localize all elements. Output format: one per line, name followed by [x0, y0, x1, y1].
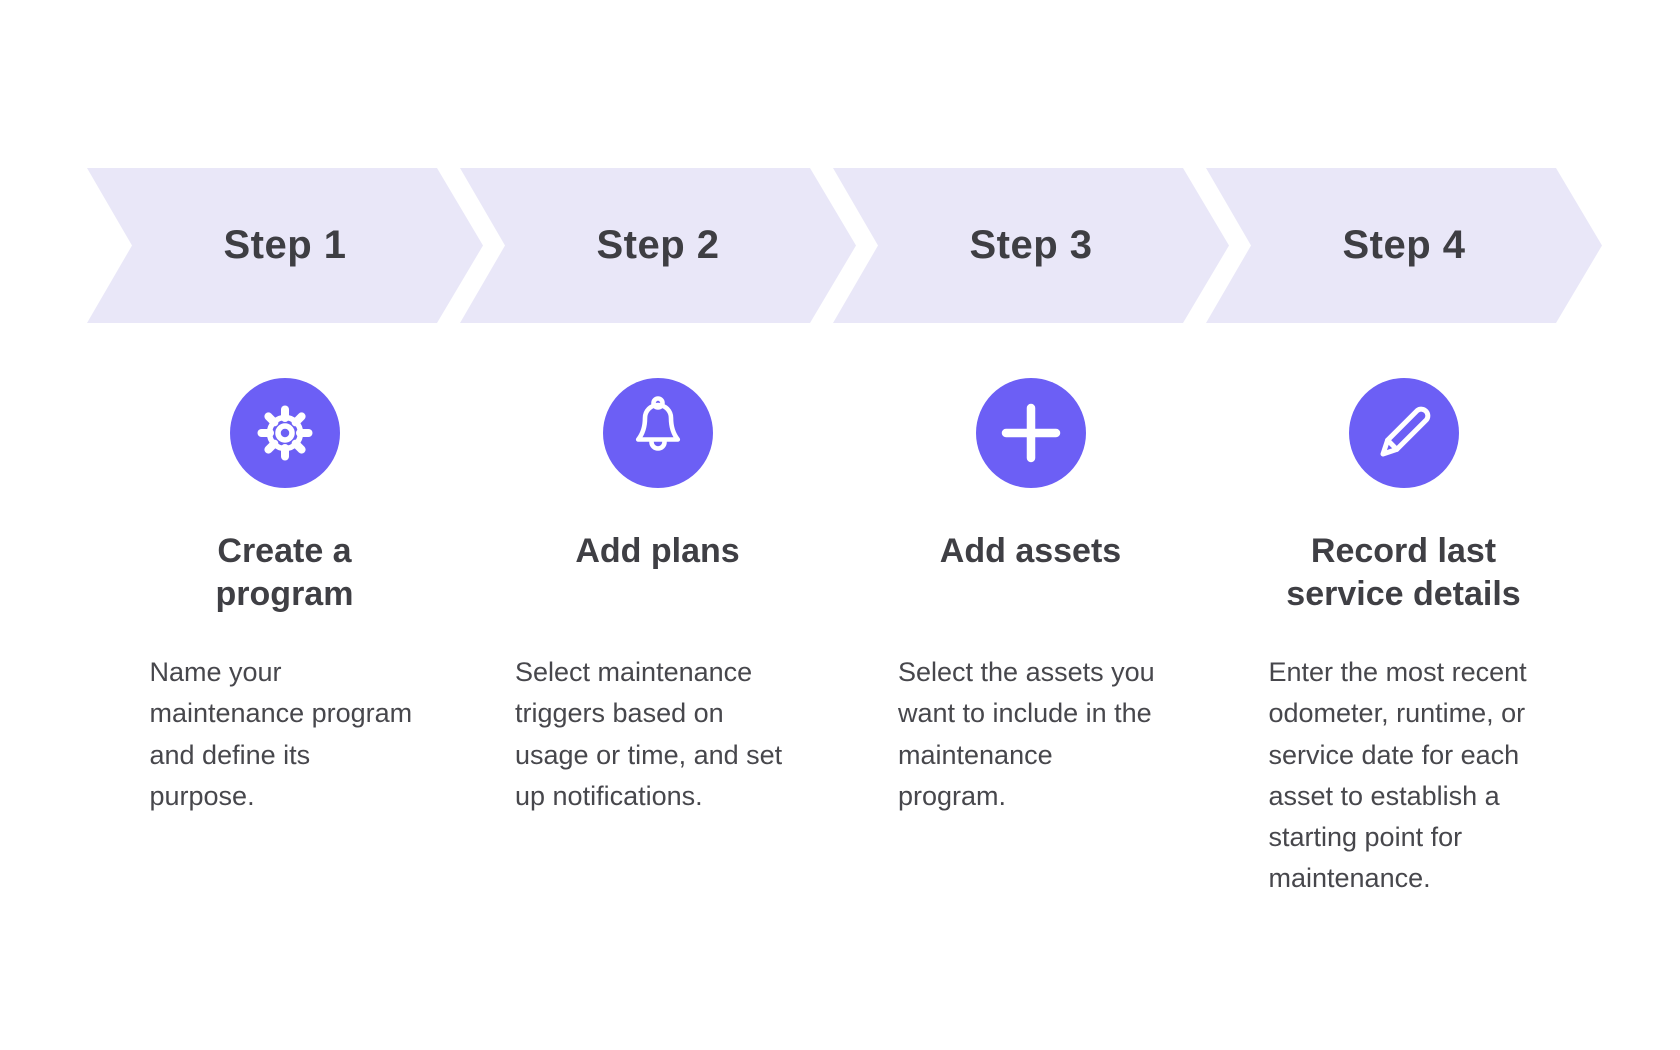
step-title-box: Record last service details — [1273, 530, 1535, 652]
step-title: Record last service details — [1286, 532, 1521, 613]
step-column-2: Add plans Select maintenance triggers ba… — [471, 378, 844, 900]
maintenance-program-process-diagram: Step 1 Step 2 Step 3 Step 4 — [0, 168, 1680, 1050]
step-icon-circle — [229, 378, 340, 488]
step-banner-row: Step 1 Step 2 Step 3 Step 4 — [0, 168, 1680, 323]
step-banner-label: Step 3 — [969, 223, 1093, 267]
step-banner-label: Step 4 — [1342, 223, 1466, 267]
step-banner-2: Step 2 — [460, 168, 856, 323]
step-description: Select maintenance triggers based on usa… — [515, 657, 783, 811]
step-description: Enter the most recent odometer, runtime,… — [1268, 657, 1527, 894]
step-title: Add assets — [939, 532, 1122, 570]
step-banner-4: Step 4 — [1206, 168, 1602, 323]
step-banner-3: Step 3 — [833, 168, 1229, 323]
step-title: Add plans — [575, 532, 740, 570]
step-title-box: Add assets — [940, 530, 1121, 652]
step-icon-circle — [602, 378, 713, 488]
step-description: Name your maintenance program and define… — [149, 657, 413, 811]
step-title: Create a program — [215, 532, 354, 613]
gear-icon — [257, 405, 312, 461]
step-icon-circle — [975, 378, 1086, 488]
pencil-icon — [1380, 406, 1430, 457]
step-column-4: Record last service details Enter the mo… — [1217, 378, 1590, 900]
step-banner-label: Step 1 — [223, 223, 347, 267]
step-icon-circle — [1348, 378, 1459, 488]
step-title-box: Add plans — [575, 530, 739, 652]
step-description: Select the assets you want to include in… — [898, 657, 1155, 811]
step-banner-1: Step 1 — [87, 168, 483, 323]
plus-icon — [1001, 403, 1060, 463]
step-title-box: Create a program — [154, 530, 416, 652]
step-banner-label: Step 2 — [596, 223, 720, 267]
step-column-1: Create a program Name your maintenance p… — [98, 378, 471, 900]
bell-icon — [635, 396, 680, 451]
step-columns: Create a program Name your maintenance p… — [0, 378, 1680, 900]
step-column-3: Add assets Select the assets you want to… — [844, 378, 1217, 900]
